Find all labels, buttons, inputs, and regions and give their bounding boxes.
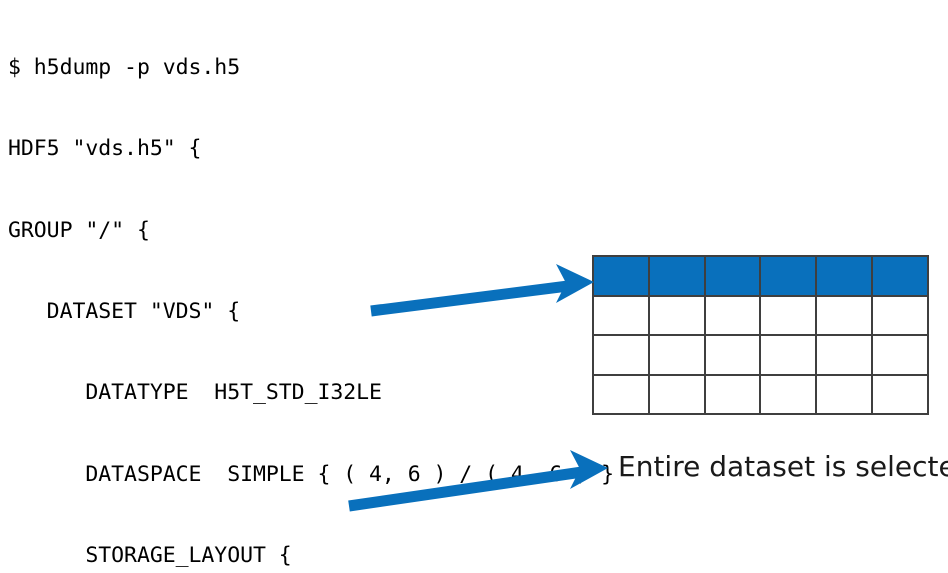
dump-line: HDF5 "vds.h5" {: [8, 136, 202, 162]
grid-cell-r0-c5: [873, 257, 929, 297]
dataset-grid: [592, 255, 929, 415]
grid-cell-r1-c3: [761, 296, 818, 336]
grid-cell-r3-c0: [594, 375, 650, 415]
dump-line: DATASET "VDS" {: [8, 299, 241, 325]
grid-cell-r0-c2: [705, 257, 762, 297]
grid-cell-r1-c5: [873, 296, 929, 336]
grid-cell-r0-c1: [649, 257, 706, 297]
grid-cell-r3-c2: [705, 375, 762, 415]
grid-cell-r3-c1: [649, 375, 706, 415]
grid-cell-r2-c4: [817, 336, 874, 376]
grid-cell-r1-c1: [649, 296, 706, 336]
grid-cell-r2-c1: [649, 336, 706, 376]
dump-line: $ h5dump -p vds.h5: [8, 55, 241, 81]
grid-cell-r2-c5: [873, 336, 929, 376]
grid-cell-r0-c0: [594, 257, 650, 297]
dump-line: DATATYPE H5T_STD_I32LE: [8, 380, 382, 406]
grid-cell-r0-c3: [761, 257, 818, 297]
caption-entire-dataset-selected: Entire dataset is selected: [618, 450, 948, 483]
grid-cell-r3-c5: [873, 375, 929, 415]
grid-cell-r2-c3: [761, 336, 818, 376]
dump-line: DATASPACE SIMPLE { ( 4, 6 ) / ( 4, 6 ) }: [8, 461, 615, 487]
grid-cell-r1-c2: [705, 296, 762, 336]
grid-cell-r2-c2: [705, 336, 762, 376]
grid-cell-r1-c4: [817, 296, 874, 336]
dump-line: STORAGE_LAYOUT {: [8, 542, 292, 568]
dump-line: GROUP "/" {: [8, 217, 150, 243]
grid-cell-r2-c0: [594, 336, 650, 376]
grid-cell-r0-c4: [817, 257, 874, 297]
h5dump-output: $ h5dump -p vds.h5 HDF5 "vds.h5" { GROUP…: [8, 0, 614, 573]
grid-cell-r3-c4: [817, 375, 874, 415]
grid-cell-r3-c3: [761, 375, 818, 415]
grid-cell-r1-c0: [594, 296, 650, 336]
